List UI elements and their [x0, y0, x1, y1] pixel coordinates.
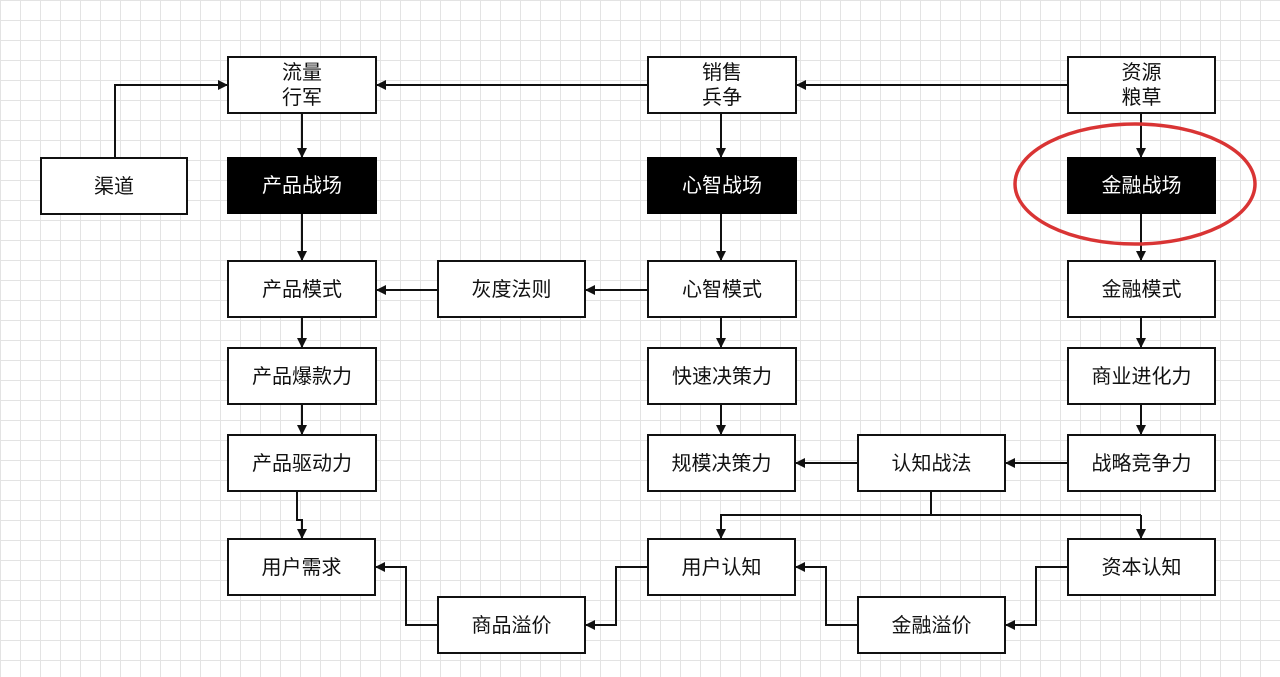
node-capital-cognition: 资本认知 — [1067, 538, 1216, 596]
node-scale-decision-power: 规模决策力 — [647, 434, 796, 492]
node-product-hit-power: 产品爆款力 — [227, 347, 377, 405]
node-traffic-line2: 行军 — [282, 85, 322, 109]
node-traffic-march: 流量行军 — [227, 56, 377, 114]
highlight-circle — [1013, 122, 1257, 246]
arrow-channel-to-traffic — [114, 80, 228, 157]
node-resources-line1: 资源 — [1121, 60, 1162, 84]
node-strategic-competitiveness: 战略竞争力 — [1067, 434, 1216, 492]
node-product-drive-power: 产品驱动力 — [227, 434, 377, 492]
node-sales-line1: 销售 — [702, 60, 742, 84]
node-mind-battlefield: 心智战场 — [647, 157, 797, 214]
node-gray-rule: 灰度法则 — [437, 260, 586, 318]
node-sales-line2: 兵争 — [702, 85, 742, 109]
node-product-model: 产品模式 — [227, 260, 377, 318]
node-finance-model: 金融模式 — [1067, 260, 1216, 318]
arrow-drive-power-to-user-demand — [296, 492, 307, 539]
node-cognitive-tactics: 认知战法 — [857, 434, 1006, 492]
node-channel: 渠道 — [40, 157, 188, 215]
arrow-capital-cognition-to-finance-premium — [1005, 566, 1067, 630]
node-resources-line2: 粮草 — [1121, 85, 1162, 109]
node-traffic-line1: 流量 — [282, 60, 322, 84]
node-sales-war: 销售兵争 — [647, 56, 797, 114]
node-business-evolution-power: 商业进化力 — [1067, 347, 1216, 405]
node-product-battlefield: 产品战场 — [227, 157, 377, 214]
node-user-cognition: 用户认知 — [647, 538, 796, 596]
arrow-goods-premium-to-user-demand — [375, 562, 437, 626]
node-resources-provisions: 资源粮草 — [1067, 56, 1216, 114]
arrow-finance-premium-to-user-cognition — [795, 562, 857, 626]
node-goods-premium: 商品溢价 — [437, 596, 586, 654]
node-finance-battlefield: 金融战场 — [1067, 157, 1216, 214]
node-finance-premium: 金融溢价 — [857, 596, 1006, 654]
node-user-demand: 用户需求 — [227, 538, 376, 596]
node-mind-model: 心智模式 — [647, 260, 797, 318]
node-fast-decision-power: 快速决策力 — [647, 347, 797, 405]
arrow-cognitive-tactics-to-user-cognition — [716, 514, 1141, 539]
arrow-user-cognition-to-goods-premium — [585, 566, 647, 630]
